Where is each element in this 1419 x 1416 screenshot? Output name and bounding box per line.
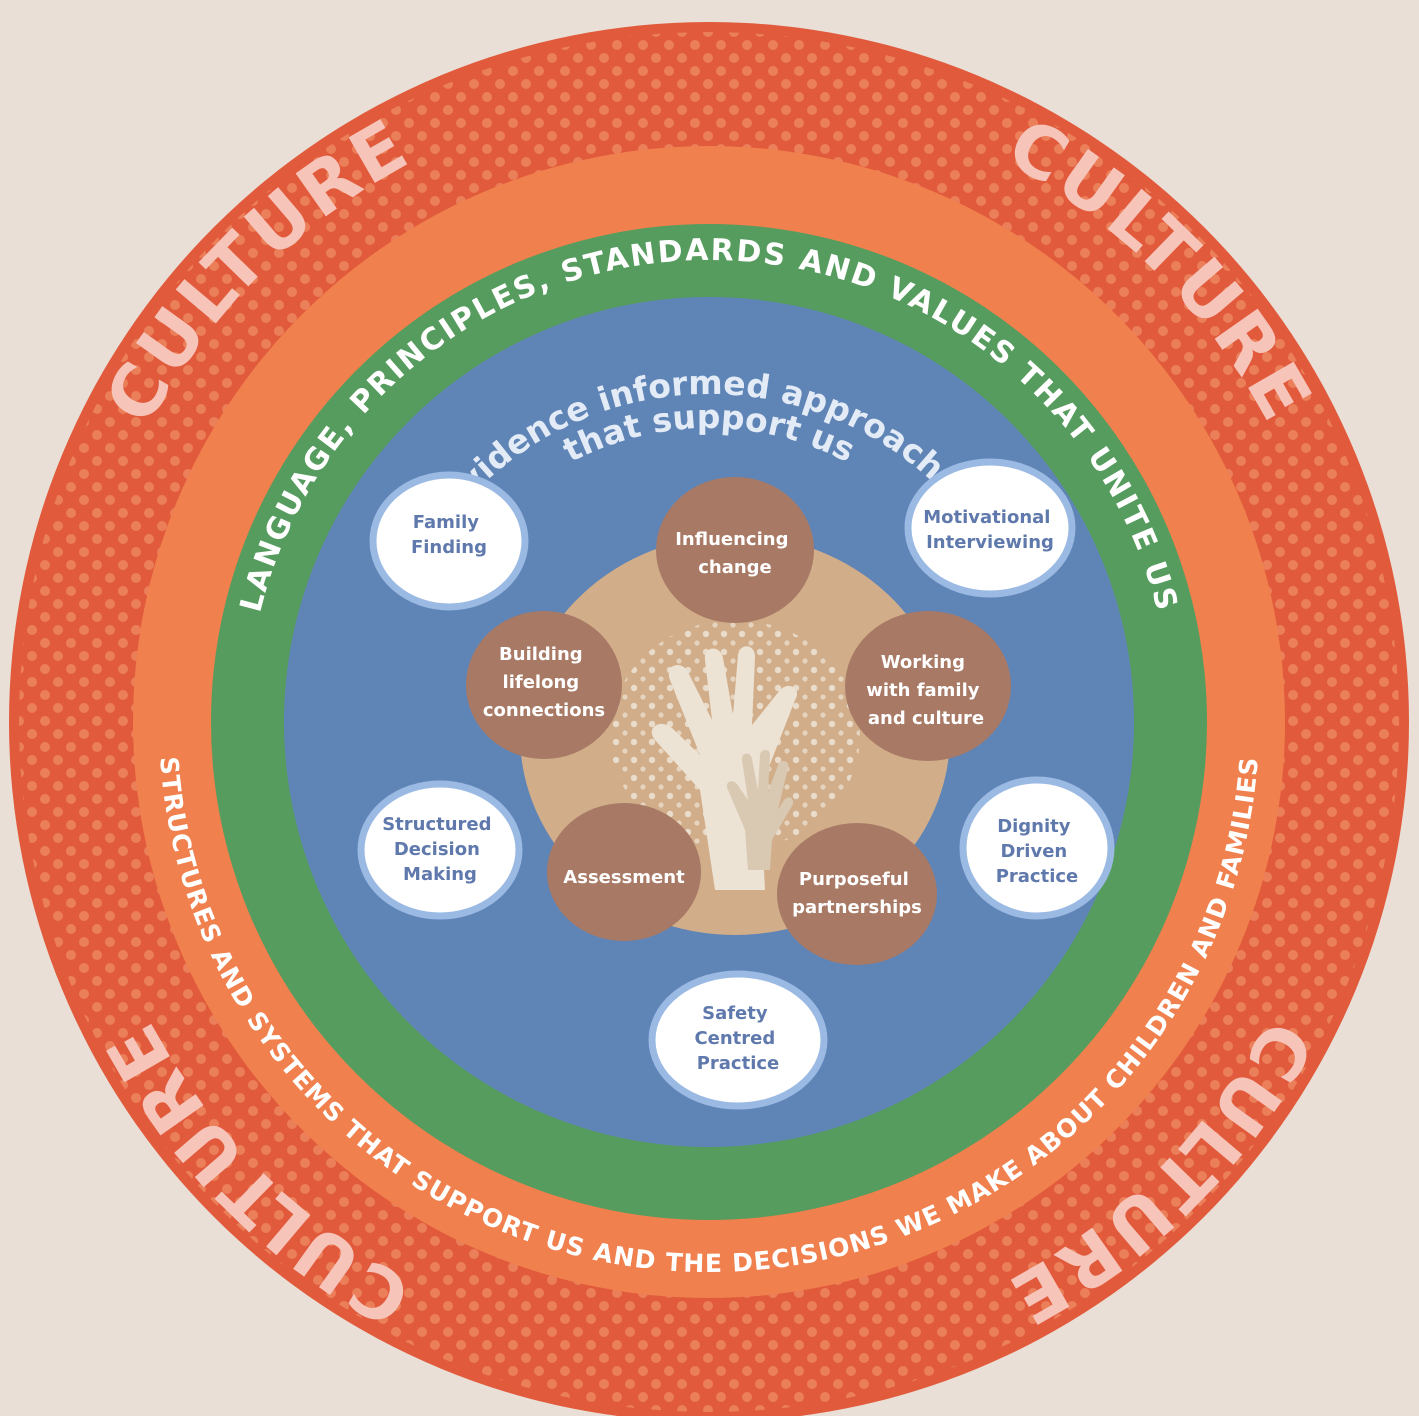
approach-label: Family Finding [411, 512, 487, 558]
approach-motivational-interviewing: Motivational Interviewing [904, 458, 1076, 598]
approach-structured-decision-making: Structured Decision Making [357, 780, 523, 920]
approach-family-finding: Family Finding [369, 471, 529, 611]
practice-label: Building lifelong connections [483, 644, 605, 721]
hands-icon [651, 646, 798, 890]
approach-label: Motivational Interviewing [923, 507, 1057, 553]
approach-label: Safety Centred Practice [694, 1003, 781, 1074]
approach-label: Dignity Driven Practice [996, 816, 1079, 887]
approach-label: Structured Decision Making [382, 814, 498, 885]
practice-assessment: Assessment [547, 803, 701, 941]
approach-dignity-driven-practice: Dignity Driven Practice [959, 776, 1115, 920]
practice-influencing-change: Influencing change [656, 477, 814, 623]
practice-working-with-family-and-culture: Working with family and culture [845, 611, 1011, 761]
practice-label: Assessment [563, 867, 685, 888]
practice-purposeful-partnerships: Purposeful partnerships [777, 823, 937, 965]
practice-label: Purposeful partnerships [792, 869, 922, 918]
practice-building-lifelong-connections: Building lifelong connections [466, 611, 622, 759]
practice-label: Working with family and culture [866, 652, 986, 729]
practice-label: Influencing change [675, 529, 795, 578]
approach-safety-centred-practice: Safety Centred Practice [648, 970, 828, 1110]
